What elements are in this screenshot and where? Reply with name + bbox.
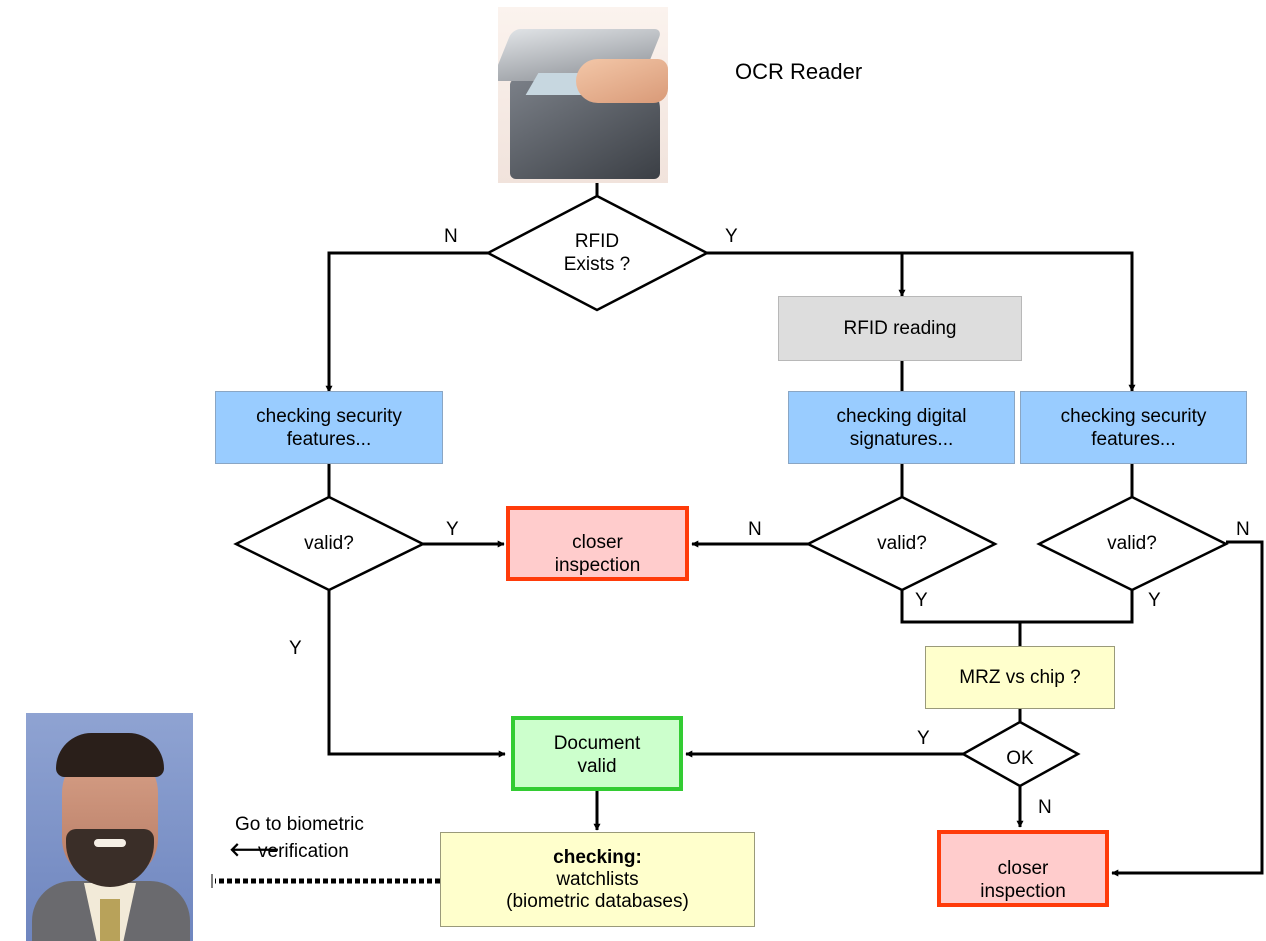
rfid-exists-text: RFID Exists ? [563,231,631,275]
traveller-portrait-image [26,713,193,941]
portrait-beard-shape [66,829,154,887]
label-valid-right-yes: Y [1148,590,1161,611]
checking-title: checking: [553,847,642,868]
reader-hand-shape [576,59,668,103]
closer-inspection-top-text: closer inspection [554,532,641,576]
label-rfid-yes: Y [725,226,738,247]
valid-right-text: valid? [1107,533,1157,554]
valid-mid-text: valid? [877,533,927,554]
decision-valid-left [233,495,426,592]
valid-left-text: valid? [304,533,354,554]
decision-valid-right [1036,495,1229,592]
biometric-note-line2: verification [258,841,349,862]
label-ok-yes: Y [917,728,930,749]
connector-rfid-no [325,251,488,393]
document-valid-text: Document valid [553,733,641,777]
portrait-hair-shape [56,733,164,777]
decision-valid-mid [805,495,998,592]
security-features-left-text: checking security features... [256,405,402,450]
portrait-mouth-shape [94,839,126,847]
ocr-reader-image [498,7,668,183]
connector-valid-left-down [327,590,506,758]
decision-ok [960,720,1081,788]
checking-lines: watchlists (biometric databases) [506,869,689,912]
digital-signatures-box: checking digital signatures... [788,391,1015,464]
document-valid-box: Document valid [511,716,683,791]
rfid-reading-text: RFID reading [843,318,957,339]
security-features-left-box: checking security features... [215,391,443,464]
connector-valid-right-no [1111,540,1264,877]
decision-rfid-exists [485,194,710,312]
digital-signatures-text: checking digital signatures... [836,405,967,450]
connector-valid-mid-yes [900,590,1134,624]
label-valid-left-yes-down: Y [289,638,302,659]
security-features-right-text: checking security features... [1060,405,1207,450]
label-rfid-no: N [444,226,458,247]
mrz-vs-chip-box: MRZ vs chip ? [925,646,1115,709]
closer-inspection-bottom-text: closer inspection [980,858,1066,902]
ok-text: OK [1006,748,1034,769]
connector-rfid-yes [707,251,1136,392]
label-valid-left-yes-right: Y [446,519,459,540]
mrz-vs-chip-text: MRZ vs chip ? [959,667,1081,688]
label-valid-mid-yes: Y [915,590,928,611]
biometric-note-line1: Go to biometric [235,814,364,835]
back-arrow-icon: 🡐 [229,839,280,861]
closer-inspection-bottom-box: closer inspection [937,830,1109,907]
label-valid-right-no: N [1236,519,1250,540]
checking-watchlists-box: checking: watchlists (biometric database… [440,832,755,927]
label-ok-no: N [1038,797,1052,818]
closer-inspection-top-box: closer inspection [506,506,689,581]
security-features-right-box: checking security features... [1020,391,1247,464]
label-valid-mid-no: N [748,519,762,540]
rfid-reading-box: RFID reading [778,296,1022,361]
ocr-reader-title: OCR Reader [735,59,863,84]
portrait-tie-shape [100,899,120,941]
